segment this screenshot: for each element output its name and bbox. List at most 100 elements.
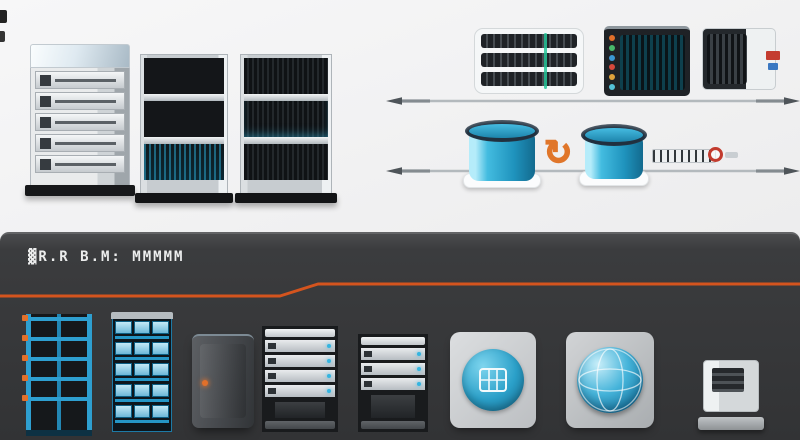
part-box bbox=[133, 384, 151, 397]
vent-row bbox=[481, 53, 577, 67]
rack-mini-unit bbox=[702, 28, 780, 90]
drum-lid bbox=[465, 120, 539, 142]
server-bay bbox=[265, 385, 335, 397]
part-box bbox=[152, 363, 170, 376]
server-rack-2 bbox=[235, 54, 337, 203]
shelf-bar bbox=[22, 315, 87, 321]
part-box bbox=[152, 384, 170, 397]
bay-slot bbox=[55, 162, 116, 166]
red-ring-icon bbox=[708, 147, 723, 162]
storage-drum-left bbox=[462, 120, 542, 188]
server-foot bbox=[361, 421, 425, 429]
server-bay bbox=[361, 363, 425, 375]
part-box bbox=[133, 321, 151, 334]
strip-tail bbox=[725, 152, 738, 158]
shelf-bar bbox=[22, 375, 87, 381]
parts-row bbox=[115, 363, 170, 381]
tower-base bbox=[25, 185, 135, 196]
rack-compartment bbox=[244, 101, 328, 137]
blue-sphere bbox=[577, 347, 643, 413]
rack-compartment bbox=[244, 58, 328, 94]
tile-grid-circle bbox=[450, 332, 536, 428]
bay-slot bbox=[55, 99, 116, 103]
part-box bbox=[115, 363, 132, 376]
parts-row bbox=[115, 384, 170, 402]
drive-base bbox=[698, 417, 764, 430]
rack-compartment bbox=[244, 144, 328, 180]
part-box bbox=[133, 405, 151, 418]
equipment-panel: ▓R.R B.M: MMMMM bbox=[0, 232, 800, 440]
led-dot bbox=[609, 83, 615, 90]
tower-top-panel bbox=[30, 44, 130, 68]
blue-module bbox=[768, 63, 778, 70]
server-bay bbox=[361, 378, 425, 390]
drive-slots bbox=[712, 368, 744, 392]
led-dot bbox=[609, 64, 615, 71]
bay-button bbox=[40, 158, 51, 170]
drive-bay bbox=[35, 134, 125, 152]
server-rack-1 bbox=[135, 54, 233, 203]
panel-glitch-text: ▓R.R B.M: MMMMM bbox=[28, 249, 185, 265]
parts-row bbox=[115, 342, 170, 360]
sync-arrow-icon: ↻ bbox=[543, 133, 573, 173]
red-module bbox=[766, 51, 780, 60]
drive-bay bbox=[35, 155, 125, 173]
server-stack-left bbox=[262, 326, 338, 432]
part-box bbox=[115, 321, 132, 334]
grid-icon bbox=[479, 368, 507, 392]
parts-row bbox=[115, 405, 170, 423]
drive-bay bbox=[35, 92, 125, 110]
part-box bbox=[115, 384, 132, 397]
blue-circle bbox=[462, 349, 524, 411]
led-column bbox=[608, 35, 616, 90]
bay-slot bbox=[55, 120, 116, 124]
bay-button bbox=[40, 95, 51, 107]
server-bay bbox=[361, 348, 425, 360]
part-box bbox=[152, 405, 170, 418]
server-pedestal bbox=[275, 402, 325, 418]
part-box bbox=[152, 321, 170, 334]
part-box bbox=[133, 363, 151, 376]
rack-shelf bbox=[244, 137, 328, 144]
parts-row bbox=[115, 321, 170, 339]
bay-slot bbox=[55, 141, 116, 145]
led-dot bbox=[609, 54, 615, 61]
tick-marks bbox=[652, 149, 716, 163]
server-foot bbox=[265, 421, 335, 429]
status-line-green bbox=[544, 33, 548, 89]
storage-drum-right bbox=[578, 124, 650, 186]
bay-button bbox=[40, 137, 51, 149]
tower-drive-bays bbox=[30, 68, 130, 186]
mini-fins bbox=[707, 34, 747, 84]
tower-server bbox=[25, 44, 135, 196]
drum-lid bbox=[581, 124, 647, 146]
led-dot bbox=[609, 44, 615, 51]
blue-parts-rack bbox=[111, 312, 173, 432]
server-cap bbox=[361, 337, 425, 345]
rack-compartment bbox=[144, 58, 224, 94]
power-led bbox=[202, 380, 208, 386]
rack-shelf bbox=[144, 137, 224, 144]
led-dot bbox=[609, 35, 615, 41]
edge-artifact bbox=[0, 31, 5, 42]
server-cap bbox=[265, 329, 335, 337]
patch-fins bbox=[620, 35, 685, 90]
dark-cabinet bbox=[192, 334, 254, 428]
rack-compartment-glow bbox=[144, 144, 224, 180]
part-box bbox=[115, 405, 132, 418]
edge-artifact bbox=[0, 10, 7, 23]
server-pedestal bbox=[371, 395, 415, 418]
globe-icon bbox=[578, 348, 642, 412]
connector-rod-top bbox=[386, 97, 800, 105]
part-box bbox=[133, 342, 151, 355]
server-stack-right bbox=[358, 334, 428, 432]
rack-shelf bbox=[244, 94, 328, 101]
shelf-bar bbox=[22, 355, 87, 361]
server-bay bbox=[265, 340, 335, 352]
blue-frame-rack bbox=[22, 314, 92, 436]
shelf-bar bbox=[22, 335, 87, 341]
tile-globe bbox=[566, 332, 654, 428]
mini-drive-unit bbox=[698, 360, 764, 430]
rack-vent-unit bbox=[474, 28, 584, 94]
